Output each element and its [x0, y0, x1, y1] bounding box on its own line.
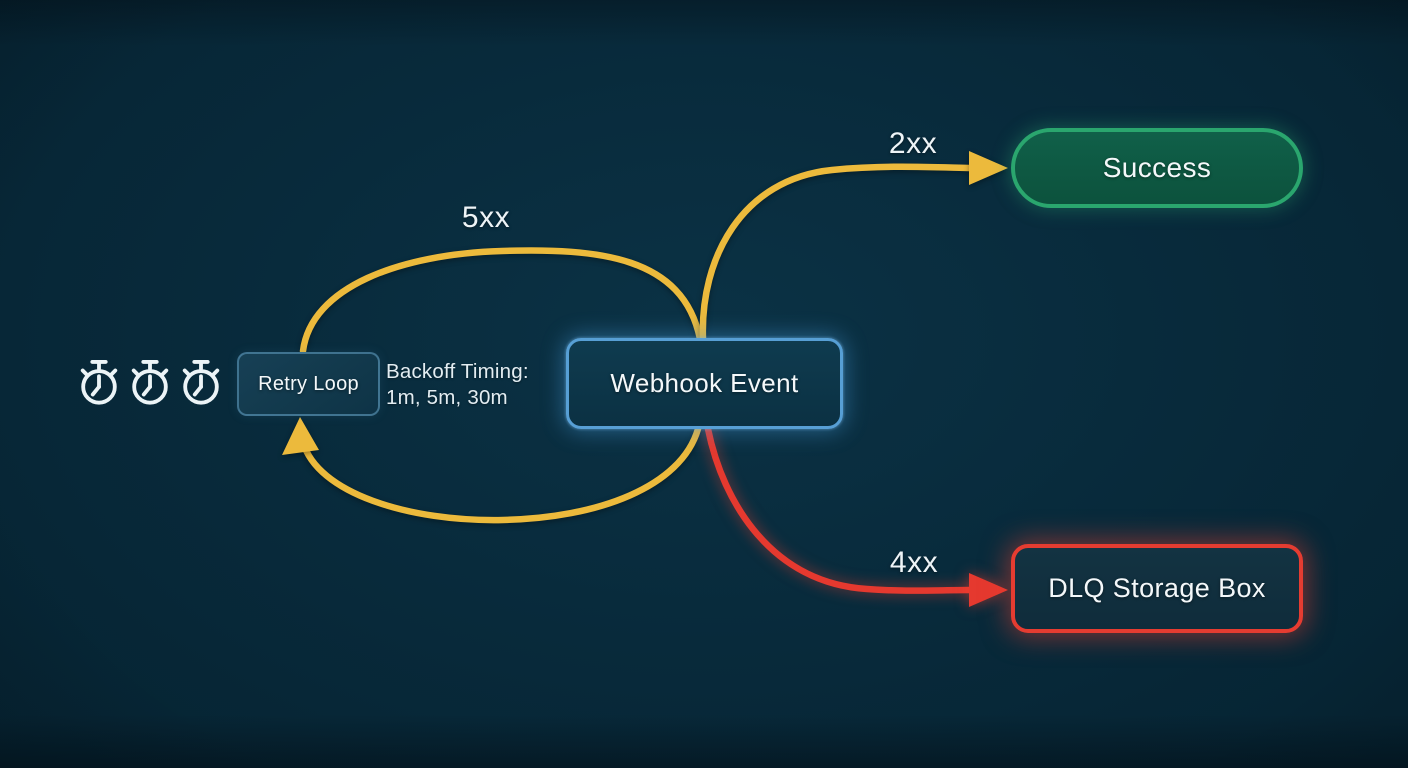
edge-label-5xx: 5xx — [461, 201, 511, 234]
arrowhead-retry — [282, 417, 319, 455]
node-retry-loop: Retry Loop — [237, 352, 380, 416]
node-success: Success — [1011, 128, 1303, 208]
edge-5xx-retry-loop — [299, 247, 704, 355]
node-webhook-event: Webhook Event — [566, 338, 843, 429]
node-dlq-storage-label: DLQ Storage Box — [1048, 573, 1266, 603]
retry-timer-icons — [76, 356, 224, 410]
backoff-timing-line1: Backoff Timing: — [386, 360, 529, 383]
edge-retry-return — [282, 417, 702, 524]
stopwatch-icon — [182, 360, 220, 405]
node-webhook-event-label: Webhook Event — [610, 368, 799, 398]
edge-4xx-dlq — [704, 425, 1008, 607]
node-retry-loop-label: Retry Loop — [258, 372, 359, 395]
edge-2xx-success — [699, 151, 1008, 343]
stopwatch-icon — [80, 360, 118, 405]
arrowhead-dlq — [969, 573, 1008, 607]
backoff-timing-annotation: Backoff Timing: 1m, 5m, 30m — [386, 359, 529, 411]
stopwatch-icon — [131, 360, 169, 405]
node-dlq-storage: DLQ Storage Box — [1011, 544, 1303, 633]
arrowhead-success — [969, 151, 1008, 185]
edge-label-4xx: 4xx — [889, 546, 939, 579]
node-success-label: Success — [1102, 152, 1212, 183]
edge-label-2xx: 2xx — [888, 127, 938, 160]
backoff-timing-line2: 1m, 5m, 30m — [386, 386, 508, 409]
